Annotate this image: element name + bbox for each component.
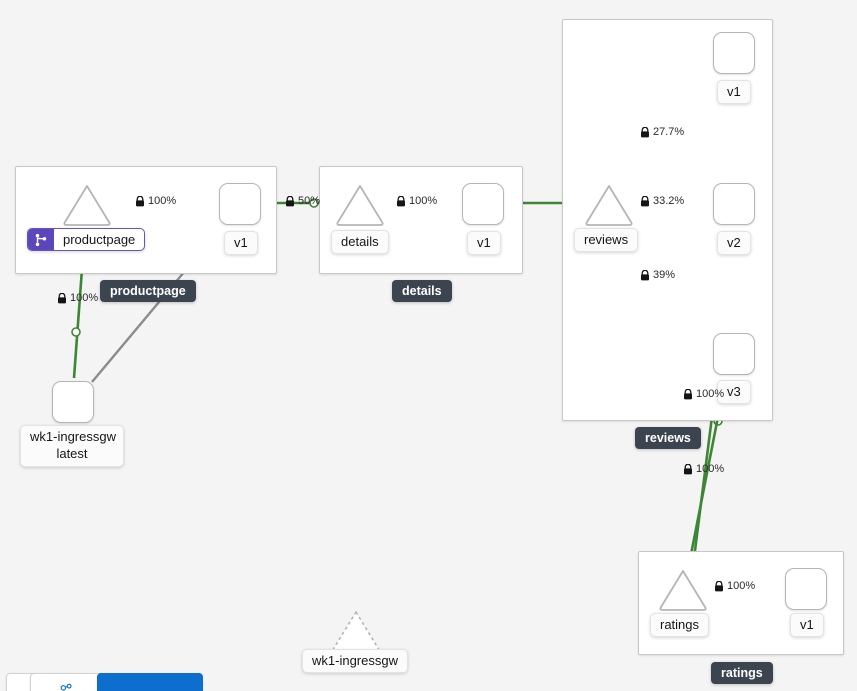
workload-label-ingressgw-line1: wk1-ingressgw	[30, 429, 116, 444]
workload-label-productpage-v1[interactable]: v1	[224, 231, 258, 256]
workload-node-details-v1[interactable]	[462, 183, 504, 225]
workload-node-reviews-v3[interactable]	[713, 333, 755, 375]
edge-label-v2-ratings-text: 100%	[696, 463, 725, 475]
lock-icon	[714, 581, 724, 592]
workload-node-ratings-v1[interactable]	[785, 568, 827, 610]
service-node-wk1-ingressgw[interactable]	[330, 608, 382, 654]
workload-node-ingressgw[interactable]	[52, 381, 94, 423]
workload-label-reviews-v3[interactable]: v3	[717, 380, 751, 405]
service-label-details[interactable]: details	[331, 230, 389, 255]
edge-label-ratings-v1-text: 100%	[727, 580, 756, 592]
workload-node-reviews-v1[interactable]	[713, 32, 755, 74]
lock-icon	[135, 196, 145, 207]
edge-label-reviews-v2-text: 33.2%	[653, 195, 685, 207]
edge-label-productpage-v1-text: 100%	[148, 195, 177, 207]
edge-label-reviews-v1[interactable]: 27.7%	[640, 127, 684, 138]
edge-label-v3-ratings-text: 100%	[696, 388, 725, 400]
service-node-productpage[interactable]	[61, 182, 113, 228]
edge-label-v2-ratings[interactable]: 100%	[683, 464, 724, 475]
virtual-service-icon	[28, 229, 54, 250]
lock-icon	[640, 196, 650, 207]
edge-label-productpage-details-text: 50%	[298, 195, 321, 207]
service-node-details[interactable]	[334, 182, 386, 228]
workload-label-ratings-v1[interactable]: v1	[790, 613, 824, 638]
edge-label-v3-ratings[interactable]: 100%	[683, 389, 724, 400]
edge-label-productpage-details[interactable]: 50%	[285, 196, 320, 207]
edge-label-ratings-v1[interactable]: 100%	[714, 581, 755, 592]
workload-node-productpage-v1[interactable]	[219, 183, 261, 225]
lock-icon	[57, 293, 67, 304]
edge-label-productpage-v1[interactable]: 100%	[135, 196, 176, 207]
workload-label-ingressgw[interactable]: wk1-ingressgw latest	[20, 425, 124, 467]
lock-icon	[285, 196, 295, 207]
workload-label-details-v1[interactable]: v1	[467, 231, 501, 256]
lock-icon	[683, 464, 693, 475]
edge-label-reviews-v3[interactable]: 39%	[640, 270, 675, 281]
bottom-toolbar	[0, 672, 857, 691]
edge-label-reviews-v3-text: 39%	[653, 269, 676, 281]
group-label-ratings[interactable]: ratings	[711, 662, 773, 684]
group-label-details[interactable]: details	[392, 280, 452, 302]
workload-node-reviews-v2[interactable]	[713, 183, 755, 225]
edge-label-ingressgw-productpage[interactable]: 100%	[57, 293, 98, 304]
edge-label-details-v1-text: 100%	[409, 195, 438, 207]
service-node-ratings[interactable]	[657, 567, 709, 613]
legend-icon	[60, 683, 75, 691]
edge-label-details-v1[interactable]: 100%	[396, 196, 437, 207]
service-label-reviews[interactable]: reviews	[574, 228, 639, 253]
group-label-reviews[interactable]: reviews	[635, 427, 701, 449]
group-label-productpage[interactable]: productpage	[100, 280, 196, 302]
service-label-productpage[interactable]: productpage	[27, 228, 146, 251]
service-label-wk1-ingressgw[interactable]: wk1-ingressgw	[302, 649, 408, 674]
edge-label-reviews-v1-text: 27.7%	[653, 126, 685, 138]
workload-label-reviews-v2[interactable]: v2	[717, 231, 751, 256]
service-node-reviews[interactable]	[583, 182, 635, 228]
lock-icon	[683, 389, 693, 400]
lock-icon	[640, 270, 650, 281]
lock-icon	[640, 127, 650, 138]
service-label-productpage-text: productpage	[63, 232, 136, 247]
primary-action-button[interactable]	[97, 673, 203, 691]
lock-icon	[396, 196, 406, 207]
service-label-ratings[interactable]: ratings	[650, 613, 710, 638]
edge-label-reviews-v2[interactable]: 33.2%	[640, 196, 684, 207]
workload-label-reviews-v1[interactable]: v1	[717, 80, 751, 105]
workload-label-ingressgw-line2: latest	[56, 445, 88, 461]
edge-label-ingressgw-productpage-text: 100%	[70, 292, 99, 304]
